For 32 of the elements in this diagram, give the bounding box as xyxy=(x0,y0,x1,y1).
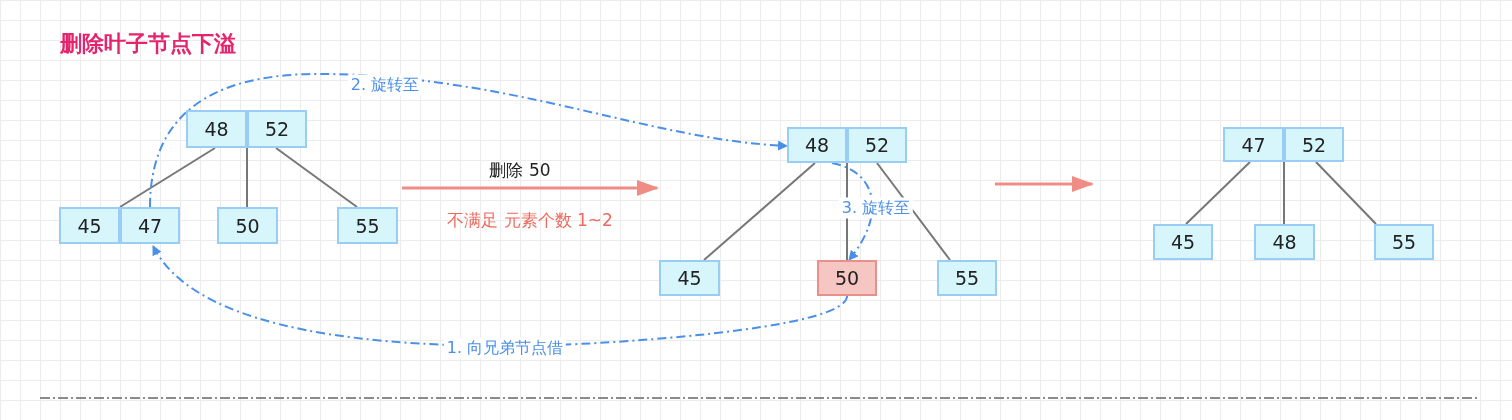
key-box: 50 xyxy=(817,260,877,296)
tree-line xyxy=(246,147,248,208)
key-box: 48 xyxy=(1254,224,1315,260)
key-box: 55 xyxy=(337,207,398,244)
tree-line xyxy=(1283,161,1285,225)
edge-label: 1. 向兄弟节点借 xyxy=(443,337,567,359)
key-box: 52 xyxy=(1284,127,1344,162)
key-box: 48 xyxy=(787,127,847,163)
key-box: 55 xyxy=(937,260,997,296)
title: 删除叶子节点下溢 xyxy=(60,30,236,58)
key-box: 50 xyxy=(217,207,278,244)
key-box: 52 xyxy=(247,110,307,148)
key-box: 47 xyxy=(120,207,180,244)
key-box: 45 xyxy=(659,260,720,296)
key-box: 48 xyxy=(186,110,247,148)
warning-note: 不满足 元素个数 1~2 xyxy=(447,208,613,232)
key-box: 52 xyxy=(847,127,907,163)
edge-label: 2. 旋转至 xyxy=(347,74,423,96)
tree-line xyxy=(1185,161,1251,225)
arrow xyxy=(831,162,874,261)
tree-line xyxy=(119,147,216,208)
tree-line xyxy=(703,162,816,261)
tree-line xyxy=(1315,161,1377,225)
edge-label: 3. 旋转至 xyxy=(838,197,914,219)
key-box: 47 xyxy=(1223,127,1284,162)
step-label: 删除 50 xyxy=(489,158,551,182)
key-box: 45 xyxy=(59,207,120,244)
key-box: 45 xyxy=(1153,224,1213,260)
tree-line xyxy=(876,162,951,261)
tree-line xyxy=(275,147,358,208)
arrow xyxy=(149,73,788,208)
key-box: 55 xyxy=(1374,224,1434,260)
